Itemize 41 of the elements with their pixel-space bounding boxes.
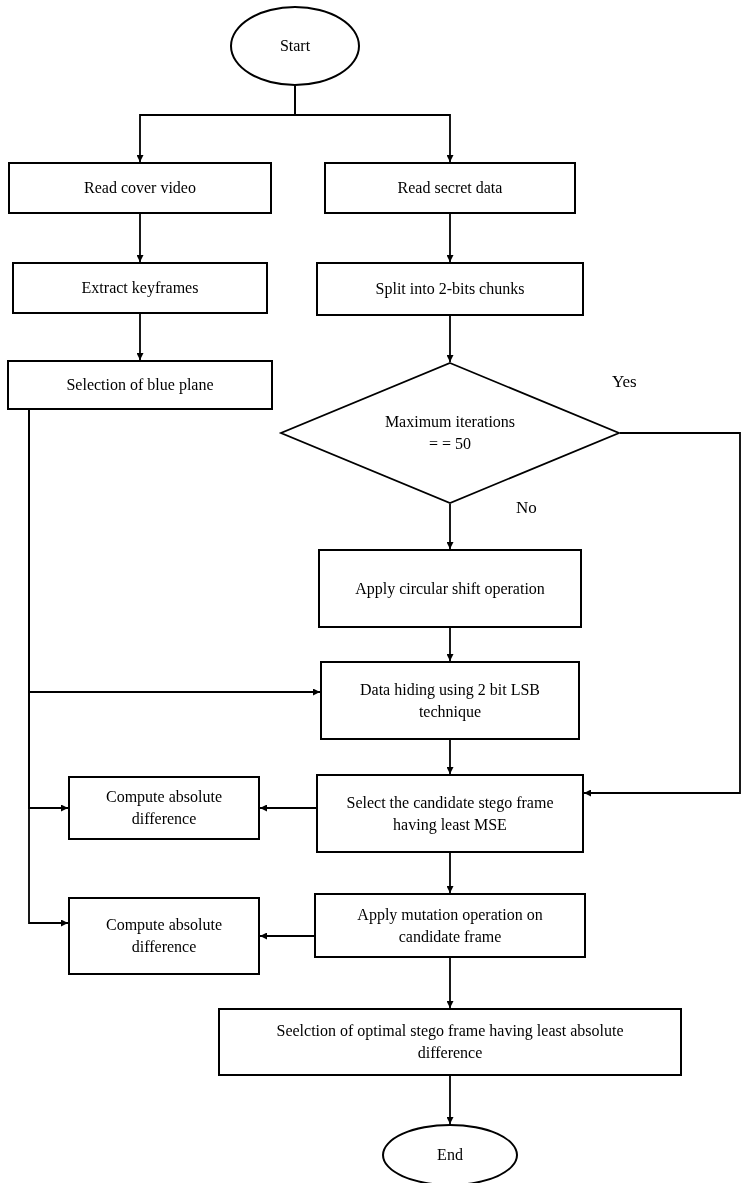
arrow: [446, 739, 454, 775]
process-box: [318, 549, 582, 628]
arrow: [446, 503, 454, 550]
process-box: [320, 661, 580, 740]
node-label: Start: [279, 36, 311, 57]
arrow: [446, 852, 454, 894]
arrow: [583, 432, 741, 797]
node-label: Selection of blue plane: [66, 375, 214, 396]
arrow: [136, 213, 144, 263]
arrow: [446, 957, 454, 1009]
arrow: [259, 804, 317, 812]
node-label: Compute absolute difference: [105, 787, 223, 829]
node-label: Apply mutation operation on candidate frame: [356, 904, 544, 947]
process-box: [12, 262, 268, 314]
process-box: [324, 162, 576, 214]
node-label: Maximum iterations = = 50: [383, 412, 517, 454]
node-label: Read cover video: [84, 178, 196, 199]
arrow: [294, 85, 454, 163]
process-box: [8, 162, 272, 214]
arrow: [446, 1075, 454, 1125]
process-box: [316, 262, 584, 316]
node-label: Select the candidate stego frame having least MSE: [345, 792, 555, 836]
arrow: [446, 627, 454, 662]
node-label: Split into 2-bits chunks: [375, 279, 525, 300]
process-box: [218, 1008, 682, 1076]
arrow: [136, 313, 144, 361]
process-box: [7, 360, 273, 410]
node-label: Apply circular shift operation: [355, 578, 545, 600]
process-box: [316, 774, 584, 853]
arrow: [259, 932, 315, 940]
node-label: Read secret data: [397, 178, 503, 199]
node-label: Data hiding using 2 bit LSB technique: [359, 679, 541, 723]
arrow: [446, 315, 454, 363]
node-label: Compute absolute difference: [105, 915, 223, 957]
node-label: Extract keyframes: [81, 278, 199, 299]
process-box: [314, 893, 586, 958]
arrow: [446, 213, 454, 263]
process-box: [68, 897, 260, 975]
node-label: Seelction of optimal stego frame having least absolute difference: [275, 1021, 625, 1063]
node-label: End: [437, 1145, 463, 1166]
process-box: [68, 776, 260, 840]
